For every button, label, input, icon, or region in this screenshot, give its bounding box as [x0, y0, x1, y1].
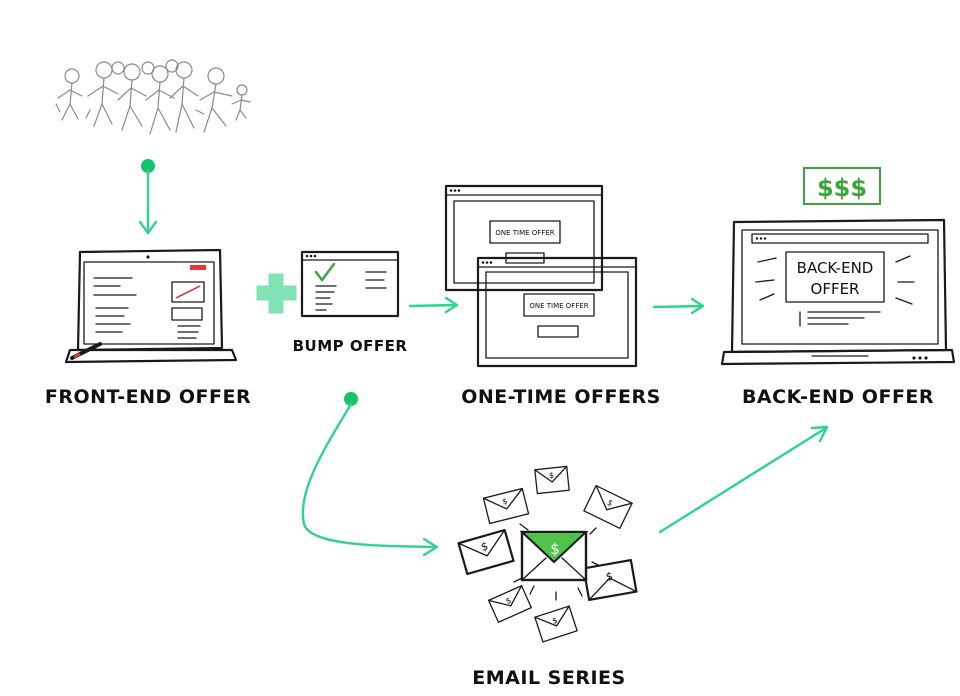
money-text: $$$	[817, 174, 867, 202]
email-series-label: EMAIL SERIES	[472, 667, 625, 689]
front-end-offer-label: FRONT-END OFFER	[45, 386, 251, 408]
back-end-offer-label: BACK-END OFFER	[742, 386, 934, 408]
bump-offer-label: BUMP OFFER	[293, 337, 408, 355]
oto-window-front: ONE TIME OFFER	[476, 256, 638, 368]
svg-text:$: $	[504, 596, 512, 606]
envelope-icon-1: $	[534, 465, 570, 495]
crowd-illustration	[55, 59, 251, 135]
dollar-icon: $	[550, 540, 560, 558]
arrow-email-to-back-end	[658, 425, 829, 534]
plus-icon	[256, 273, 297, 314]
envelope-icon-5: $	[582, 558, 638, 602]
email-envelopes: $ $ $ $ $ $	[457, 465, 638, 643]
svg-text:$: $	[551, 616, 559, 626]
front-end-laptop	[64, 248, 238, 364]
svg-text:$: $	[549, 471, 555, 480]
oto-back-text: ONE TIME OFFER	[495, 229, 554, 237]
svg-text:$: $	[605, 570, 614, 584]
svg-text:$: $	[606, 498, 615, 508]
back-end-screen-line2: OFFER	[811, 280, 860, 298]
envelope-icon-4: $	[457, 528, 515, 576]
arrow-oto-to-back-end	[652, 297, 705, 315]
arrow-bump-to-oto	[408, 296, 459, 314]
svg-text:$: $	[479, 540, 489, 554]
envelope-icon-6: $	[488, 585, 532, 623]
arrow-bump-to-email	[301, 392, 439, 557]
envelope-icon-center: $	[519, 530, 589, 582]
check-icon	[314, 262, 336, 282]
oto-window-back: ONE TIME OFFER	[444, 184, 604, 292]
envelope-icon-7: $	[534, 605, 578, 643]
back-end-screen-line1: BACK-END	[797, 259, 874, 277]
money-bill: $$$	[803, 167, 881, 205]
one-time-offers-label: ONE-TIME OFFERS	[461, 386, 661, 408]
oto-front-text: ONE TIME OFFER	[529, 302, 588, 310]
back-end-laptop: BACK-END OFFER	[720, 218, 956, 366]
svg-text:$: $	[501, 497, 508, 507]
envelope-icon-3: $	[583, 484, 633, 530]
arrow-crowd-to-front-end	[138, 159, 158, 235]
envelope-icon-2: $	[482, 487, 530, 525]
bump-offer-window	[300, 250, 400, 318]
